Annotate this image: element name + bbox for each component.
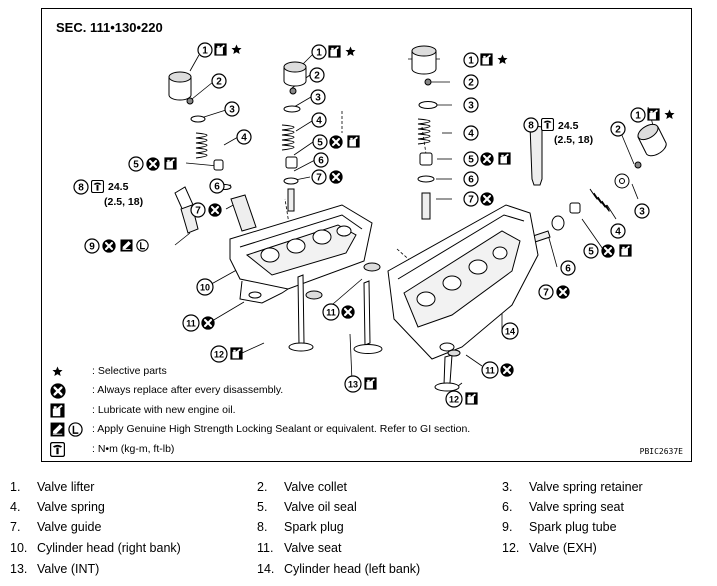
svg-text:10: 10 — [200, 283, 210, 293]
svg-text:3: 3 — [468, 101, 474, 112]
exploded-view: 1 2 3 4 5 6 7 8 9 10 11 12 1 2 3 4 5 6 7… — [73, 42, 675, 408]
callout-2-d: 2 — [610, 121, 626, 137]
svg-text:1: 1 — [316, 48, 322, 59]
svg-text:2: 2 — [314, 71, 320, 82]
svg-text:7: 7 — [468, 195, 474, 206]
torque-value-right: 24.5 — [558, 120, 579, 132]
callout-1-b: 1 — [311, 44, 327, 60]
callout-5-d: 5 — [583, 243, 599, 259]
callout-11-a: 11 — [182, 314, 200, 332]
svg-text:4: 4 — [241, 133, 247, 144]
right-stack — [411, 45, 438, 220]
callout-7-d: 7 — [538, 284, 554, 300]
svg-text:6: 6 — [318, 156, 324, 167]
svg-text:11: 11 — [186, 319, 196, 329]
svg-text:9: 9 — [89, 242, 95, 253]
svg-text:12: 12 — [449, 395, 459, 405]
svg-text:4: 4 — [468, 129, 474, 140]
callout-1-c: 1 — [463, 52, 479, 68]
svg-text:6: 6 — [214, 182, 220, 193]
callout-3-a: 3 — [224, 101, 240, 117]
replace-icon — [50, 383, 66, 399]
callout-5-b: 5 — [312, 134, 328, 150]
callout-2-a: 2 — [211, 73, 227, 89]
callout-6-d: 6 — [560, 260, 576, 276]
callout-11-c: 11 — [481, 361, 499, 379]
callout-6-a: 6 — [209, 178, 225, 194]
svg-text:5: 5 — [133, 160, 139, 171]
svg-text:7: 7 — [543, 288, 549, 299]
callout-8-a: 8 — [73, 179, 89, 195]
svg-text:4: 4 — [316, 116, 322, 127]
callout-1-d: 1 — [630, 107, 646, 123]
torque-alt-left: (2.5, 18) — [104, 196, 143, 208]
torque-value-left: 24.5 — [108, 181, 129, 193]
sealant-icon — [50, 422, 83, 437]
svg-text:7: 7 — [195, 206, 201, 217]
callout-1-a: 1 — [197, 42, 213, 58]
svg-text:6: 6 — [565, 264, 571, 275]
svg-text:6: 6 — [468, 175, 474, 186]
callout-13: 13 — [344, 375, 362, 393]
svg-text:3: 3 — [639, 207, 645, 218]
callout-2-b: 2 — [309, 67, 325, 83]
callout-12-b: 12 — [445, 390, 463, 408]
far-right-stack — [523, 123, 667, 246]
callout-8-b: 8 — [523, 117, 539, 133]
svg-text:12: 12 — [214, 350, 224, 360]
svg-text:4: 4 — [615, 227, 621, 238]
cylinder-head-left-bank — [387, 204, 539, 392]
callout-11-b: 11 — [322, 303, 340, 321]
torque-wrench-icon — [50, 442, 65, 457]
svg-text:5: 5 — [468, 155, 474, 166]
svg-text:3: 3 — [229, 105, 235, 116]
star-icon — [52, 366, 63, 377]
callout-7-a: 7 — [190, 202, 206, 218]
callout-9: 9 — [84, 238, 100, 254]
callout-5-a: 5 — [128, 156, 144, 172]
svg-text:11: 11 — [326, 308, 336, 318]
callout-2-c: 2 — [463, 74, 479, 90]
svg-text:3: 3 — [315, 93, 321, 104]
svg-text:11: 11 — [485, 366, 495, 376]
callout-10: 10 — [196, 278, 214, 296]
cylinder-head-right-bank — [229, 204, 373, 304]
callout-5-c: 5 — [463, 151, 479, 167]
svg-text:1: 1 — [468, 56, 474, 67]
callout-6-b: 6 — [313, 152, 329, 168]
svg-text:2: 2 — [615, 125, 621, 136]
callout-3-c: 3 — [463, 97, 479, 113]
callout-3-b: 3 — [310, 89, 326, 105]
svg-text:1: 1 — [202, 46, 208, 57]
callout-4-d: 4 — [610, 223, 626, 239]
svg-text:2: 2 — [216, 77, 222, 88]
callout-4-a: 4 — [236, 129, 252, 145]
callout-4-b: 4 — [311, 112, 327, 128]
svg-text:14: 14 — [505, 327, 515, 337]
oil-can-icon — [50, 403, 65, 418]
middle-stack — [281, 61, 383, 354]
callout-14: 14 — [501, 322, 519, 340]
torque-alt-right: (2.5, 18) — [554, 134, 593, 146]
svg-text:7: 7 — [316, 173, 322, 184]
section-title: SEC. 111•130•220 — [56, 20, 163, 35]
svg-text:13: 13 — [348, 380, 358, 390]
diagram-frame: SEC. 111•130•220 — [41, 8, 692, 462]
svg-text:2: 2 — [468, 78, 474, 89]
svg-text:1: 1 — [635, 111, 641, 122]
callout-12-a: 12 — [210, 345, 228, 363]
callout-7-b: 7 — [311, 169, 327, 185]
callout-7-c: 7 — [463, 191, 479, 207]
callout-4-c: 4 — [463, 125, 479, 141]
document-code: PBIC2637E — [639, 447, 683, 456]
svg-text:5: 5 — [588, 247, 594, 258]
callout-6-c: 6 — [463, 171, 479, 187]
svg-text:8: 8 — [78, 183, 84, 194]
svg-text:5: 5 — [317, 138, 323, 149]
svg-text:8: 8 — [528, 121, 534, 132]
callout-3-d: 3 — [634, 203, 650, 219]
